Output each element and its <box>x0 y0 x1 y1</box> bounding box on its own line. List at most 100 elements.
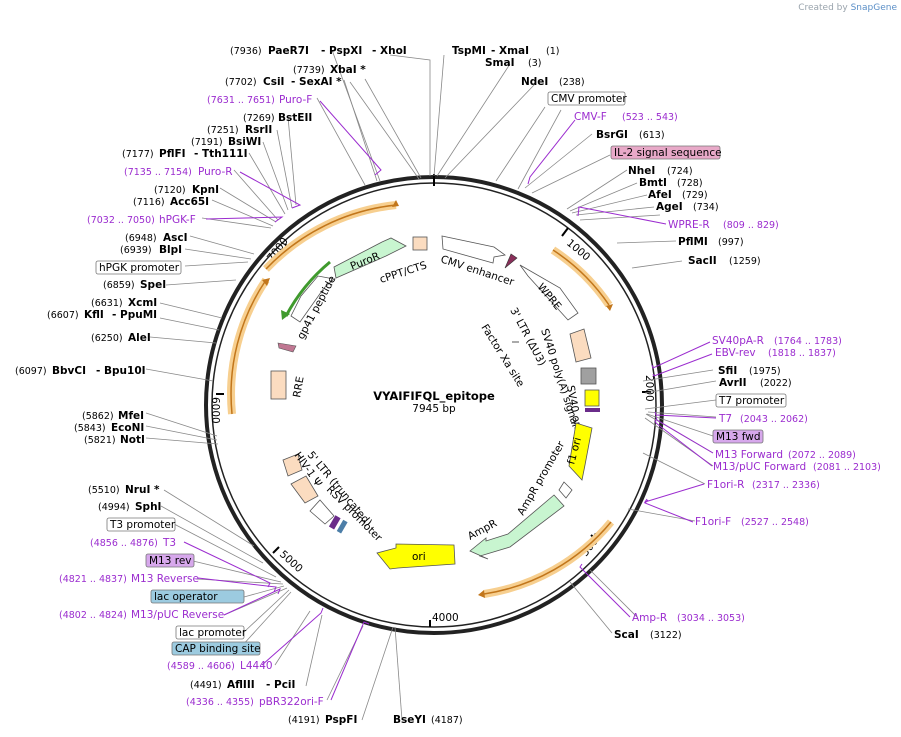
enzyme-pos-spei: (6859) <box>103 280 135 291</box>
enzyme-pos-acc65i: (7116) <box>133 197 165 208</box>
label-ori: ori <box>412 551 426 563</box>
enzyme-pos-xbai: (7739) <box>293 65 325 76</box>
boxed-feature-labels: CMV promoter IL-2 signal sequence hPGK p… <box>95 91 787 656</box>
enzyme-bpu10i: - Bpu10I <box>96 365 146 377</box>
primer-pos-t3: (4856 .. 4876) <box>90 538 158 549</box>
enzyme-pflfi: PflFI <box>159 148 186 160</box>
primer-pos-cmv-f: (523 .. 543) <box>622 112 678 123</box>
enzyme-nrui: NruI * <box>125 484 160 496</box>
credit-prefix: Created by <box>798 3 848 13</box>
enzyme-pos-agei: (734) <box>693 202 719 213</box>
enzyme-pos-rsrii: (7251) <box>207 125 239 136</box>
primer-t7: T7 <box>718 413 732 425</box>
enzyme-pos-econi: (5843) <box>74 423 106 434</box>
backbone <box>204 174 664 635</box>
feature-il2-signal: IL-2 signal sequence <box>614 147 722 159</box>
label-rsv-promoter: RSV promoter <box>324 484 385 545</box>
enzyme-xcmi: XcmI <box>128 297 157 309</box>
plasmid-name: VYAIFIFQL_epitope <box>373 389 495 404</box>
feature-cap-binding-site: CAP binding site <box>175 643 261 655</box>
tick-4000: 4000 <box>432 612 459 624</box>
primer-l4440: L4440 <box>240 660 273 672</box>
primer-pos-puro-r: (7135 .. 7154) <box>124 167 192 178</box>
enzyme-acc65i: Acc65I <box>170 196 209 208</box>
primer-pos-f1ori-r: (2317 .. 2336) <box>752 480 820 491</box>
enzyme-pos-smai: (3) <box>528 58 541 69</box>
enzyme-pos-kpni: (7120) <box>154 185 186 196</box>
enzyme-bbvci: BbvCI <box>52 365 86 377</box>
ampr-arrow <box>469 494 565 560</box>
tick-6000: 6000 <box>209 397 221 424</box>
primer-markers <box>183 100 717 701</box>
enzyme-pos-paer7i: (7936) <box>230 46 262 57</box>
label-rre: RRE <box>291 376 307 399</box>
snapgene-logo: SnapGene <box>850 3 897 13</box>
white-arrow-gp41 <box>290 275 335 323</box>
enzyme-pos-nrui: (5510) <box>88 485 120 496</box>
enzyme-bsiwi: BsiWI <box>228 136 261 148</box>
enzyme-pcii: - PciI <box>266 679 295 691</box>
cmv-enhancer-arrow <box>441 235 506 264</box>
label-cppt-cts: cPPT/CTS <box>378 259 428 286</box>
primer-sv40pa-r: SV40pA-R <box>712 335 764 347</box>
enzyme-pos-sfii: (1975) <box>749 366 781 377</box>
primer-m13-forward: M13 Forward <box>715 449 783 461</box>
feature-lac-promoter: lac promoter <box>179 627 247 639</box>
enzyme-pos-bsteii: (7269) <box>243 113 275 124</box>
feature-t7-promoter: T7 promoter <box>718 395 785 407</box>
enzyme-kfli: KflI <box>84 309 104 321</box>
primer-f1ori-f: F1ori-F <box>695 516 731 528</box>
primer-pos-sv40pa-r: (1764 .. 1783) <box>774 336 842 347</box>
enzyme-rsrii: RsrII <box>245 124 272 136</box>
enzyme-bsteii: BstEII <box>278 112 312 124</box>
primer-pos-puro-f: (7631 .. 7651) <box>207 95 275 106</box>
primer-ebv-rev: EBV-rev <box>715 347 756 359</box>
primer-puro-r: Puro-R <box>198 166 233 178</box>
enzyme-sexai: - SexAI * <box>291 76 342 88</box>
feature-cmv-promoter: CMV promoter <box>551 93 627 105</box>
primer-m13-reverse: M13 Reverse <box>131 573 199 585</box>
enzyme-labels: (7936) PaeR7I - PspXI - XhoI TspMI - Xma… <box>15 45 792 726</box>
feature-m13-fwd: M13 fwd <box>716 431 761 443</box>
enzyme-pos-avrii: (2022) <box>760 378 792 389</box>
enzyme-smai: SmaI <box>485 57 515 69</box>
feature-t3-promoter: T3 promoter <box>109 519 176 531</box>
primer-pos-t7: (2043 .. 2062) <box>740 414 808 425</box>
enzyme-sfii: SfiI <box>718 365 737 377</box>
enzyme-pos-nhei: (724) <box>667 166 693 177</box>
enzyme-pos-mfei: (5862) <box>82 411 114 422</box>
enzyme-pos-bsiwi: (7191) <box>191 137 223 148</box>
wpre-arrow <box>519 264 579 321</box>
enzyme-blpi: BlpI <box>159 244 182 256</box>
primer-t3: T3 <box>162 537 176 549</box>
enzyme-alei: AleI <box>128 332 151 344</box>
enzyme-pos-bmti: (728) <box>677 178 703 189</box>
enzyme-pos-sacii: (1259) <box>729 256 761 267</box>
enzyme-pos-xmai: (1) <box>546 46 559 57</box>
enzyme-pos-ndei: (238) <box>559 77 585 88</box>
enzyme-kpni: KpnI <box>192 184 219 196</box>
enzyme-sphi: SphI <box>135 501 161 513</box>
primer-pos-amp-r: (3034 .. 3053) <box>677 613 745 624</box>
enzyme-pos-csii: (7702) <box>225 77 257 88</box>
enzyme-pspxi: - PspXI <box>321 45 362 57</box>
enzyme-bsrgi: BsrGI <box>596 129 628 141</box>
primer-pbr322ori-f: pBR322ori-F <box>259 696 324 708</box>
enzyme-pflmi: PflMI <box>678 236 708 248</box>
orf-highlights <box>227 200 615 598</box>
feature-lac-operator: lac operator <box>154 591 218 603</box>
ori-arrow <box>376 543 456 570</box>
enzyme-nhei: NheI <box>628 165 655 177</box>
plasmid-length: 7945 bp <box>412 403 456 415</box>
enzyme-pos-noti: (5821) <box>84 435 116 446</box>
enzyme-paer7i: PaeR7I <box>268 45 309 57</box>
primer-pos-wpre-r: (809 .. 829) <box>723 220 779 231</box>
enzyme-econi: EcoNI <box>111 422 144 434</box>
enzyme-pos-alei: (6250) <box>91 333 123 344</box>
enzyme-spei: SpeI <box>140 279 166 291</box>
enzyme-pos-bbvci: (6097) <box>15 366 47 377</box>
enzyme-pos-afei: (729) <box>682 190 708 201</box>
enzyme-pos-scai: (3122) <box>650 630 682 641</box>
enzyme-ppumi: - PpuMI <box>112 309 157 321</box>
